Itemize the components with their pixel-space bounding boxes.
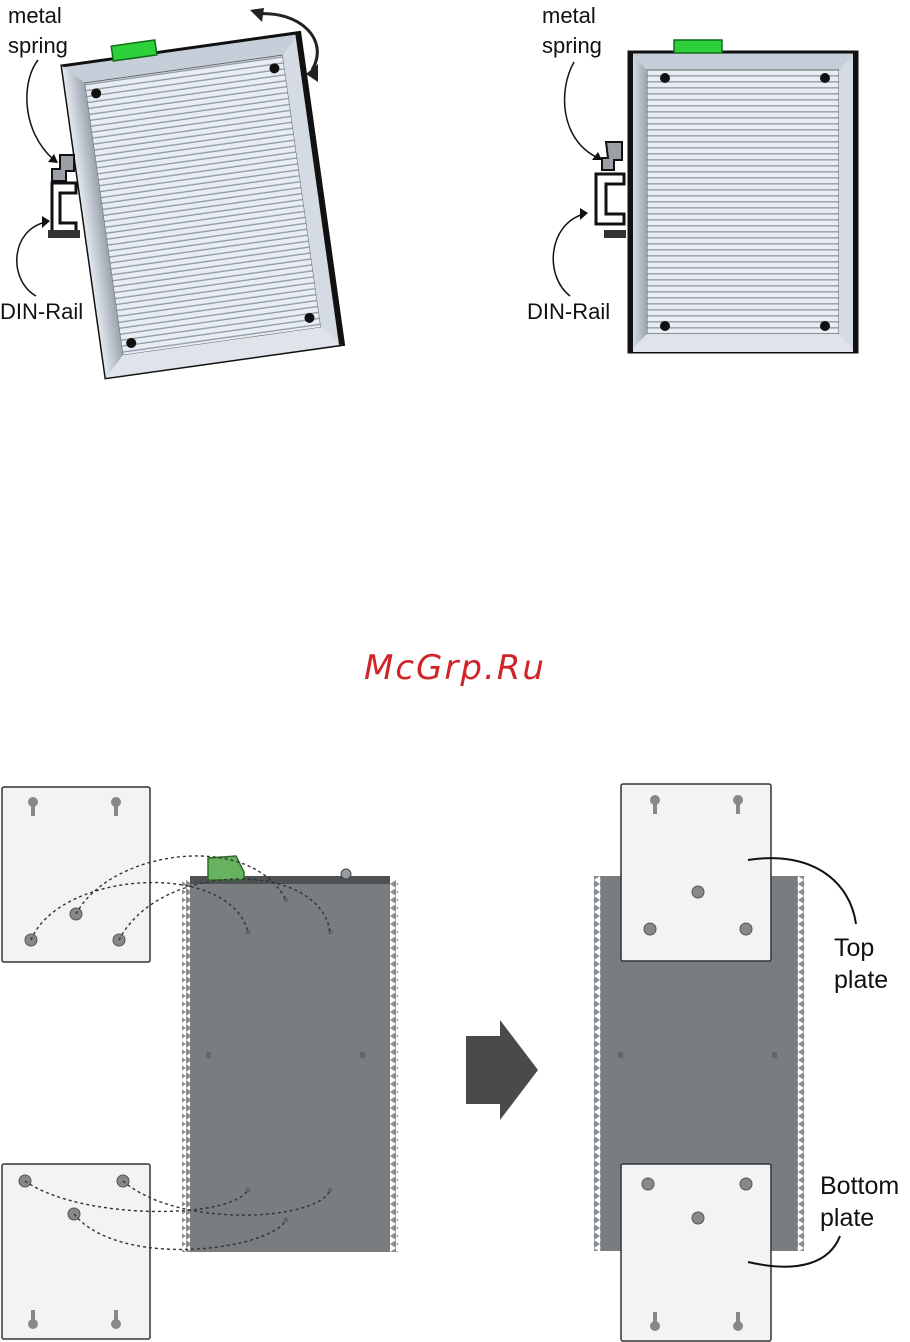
bottom-plate-label-2: plate xyxy=(820,1202,874,1234)
bottom-plate-after xyxy=(621,1164,771,1341)
bottom-plate-label-1: Bottom xyxy=(820,1170,899,1202)
bottom-plate-before xyxy=(2,1164,150,1339)
top-plate-after xyxy=(621,784,771,961)
top-plate-before xyxy=(2,787,150,962)
device-before xyxy=(182,856,398,1252)
transition-arrow-icon xyxy=(466,1020,538,1120)
top-plate-label-2: plate xyxy=(834,964,888,996)
top-plate-label-1: Top xyxy=(834,932,874,964)
